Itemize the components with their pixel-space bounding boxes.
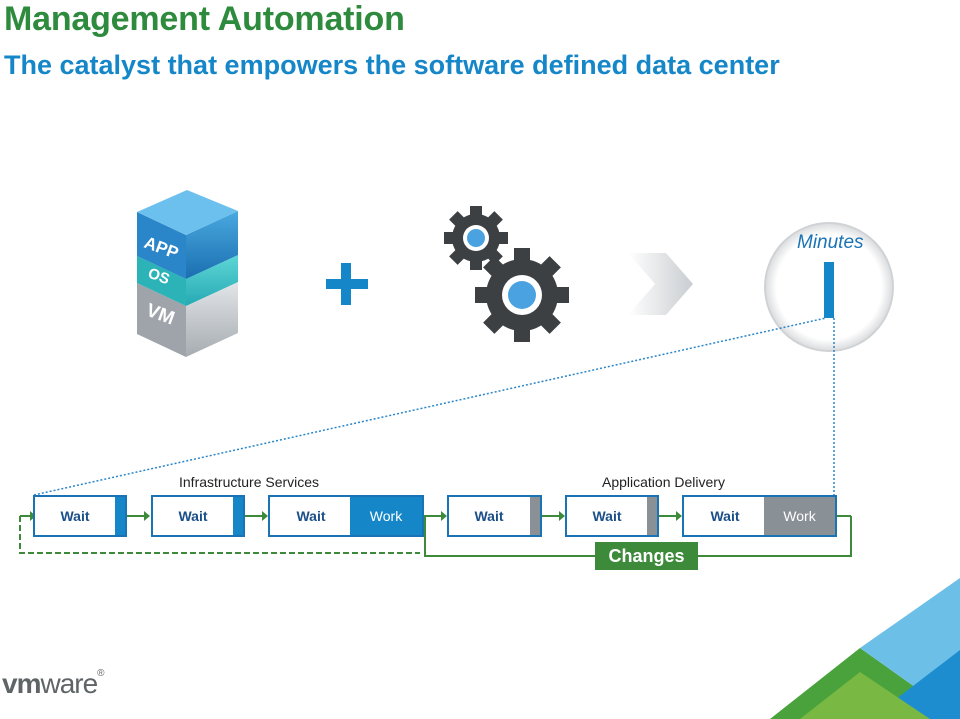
work-segment [764,497,835,535]
logo-registered-mark: ® [97,668,104,679]
wait-label: Wait [178,508,208,524]
minutes-bar [824,262,834,318]
wait-label: Wait [296,508,326,524]
vmware-logo: vmware® [2,668,105,700]
process-step-4: Wait [447,495,542,537]
wait-label: Wait [60,508,90,524]
flow-arrows [20,511,851,521]
work-segment [350,497,422,535]
plus-icon [326,263,368,305]
work-segment [233,497,243,535]
process-step-2: Wait [151,495,245,537]
work-label: Work [369,508,403,524]
feedback-loop-dashed [19,516,420,554]
application-delivery-label: Application Delivery [602,474,725,490]
slide-title: Management Automation [4,0,405,38]
wait-label: Wait [710,508,740,524]
process-step-1: Wait [33,495,127,537]
infrastructure-services-label: Infrastructure Services [179,474,320,490]
gears-icon [444,206,569,342]
app-os-vm-stack-icon: APP OS VM [137,190,238,357]
slide-subtitle: The catalyst that empowers the software … [4,50,780,80]
process-step-5: Wait [565,495,659,537]
brand-triangles-decoration [770,578,960,719]
process-step-6: Wait Work [682,495,837,537]
logo-vm: vm [2,668,41,699]
changes-label: Changes [595,542,698,570]
stack-layer-os: OS [146,265,172,288]
work-segment [530,497,540,535]
work-segment [647,497,657,535]
zoom-line-left [33,317,827,496]
wait-label: Wait [592,508,622,524]
logo-ware: ware [40,668,98,699]
work-segment [115,497,125,535]
wait-label: Wait [474,508,504,524]
chevron-right-icon [628,253,693,315]
process-step-3: Wait Work [268,495,424,537]
minutes-zoom-circle [764,222,894,352]
minutes-label: Minutes [797,232,864,253]
work-label: Work [783,508,816,524]
